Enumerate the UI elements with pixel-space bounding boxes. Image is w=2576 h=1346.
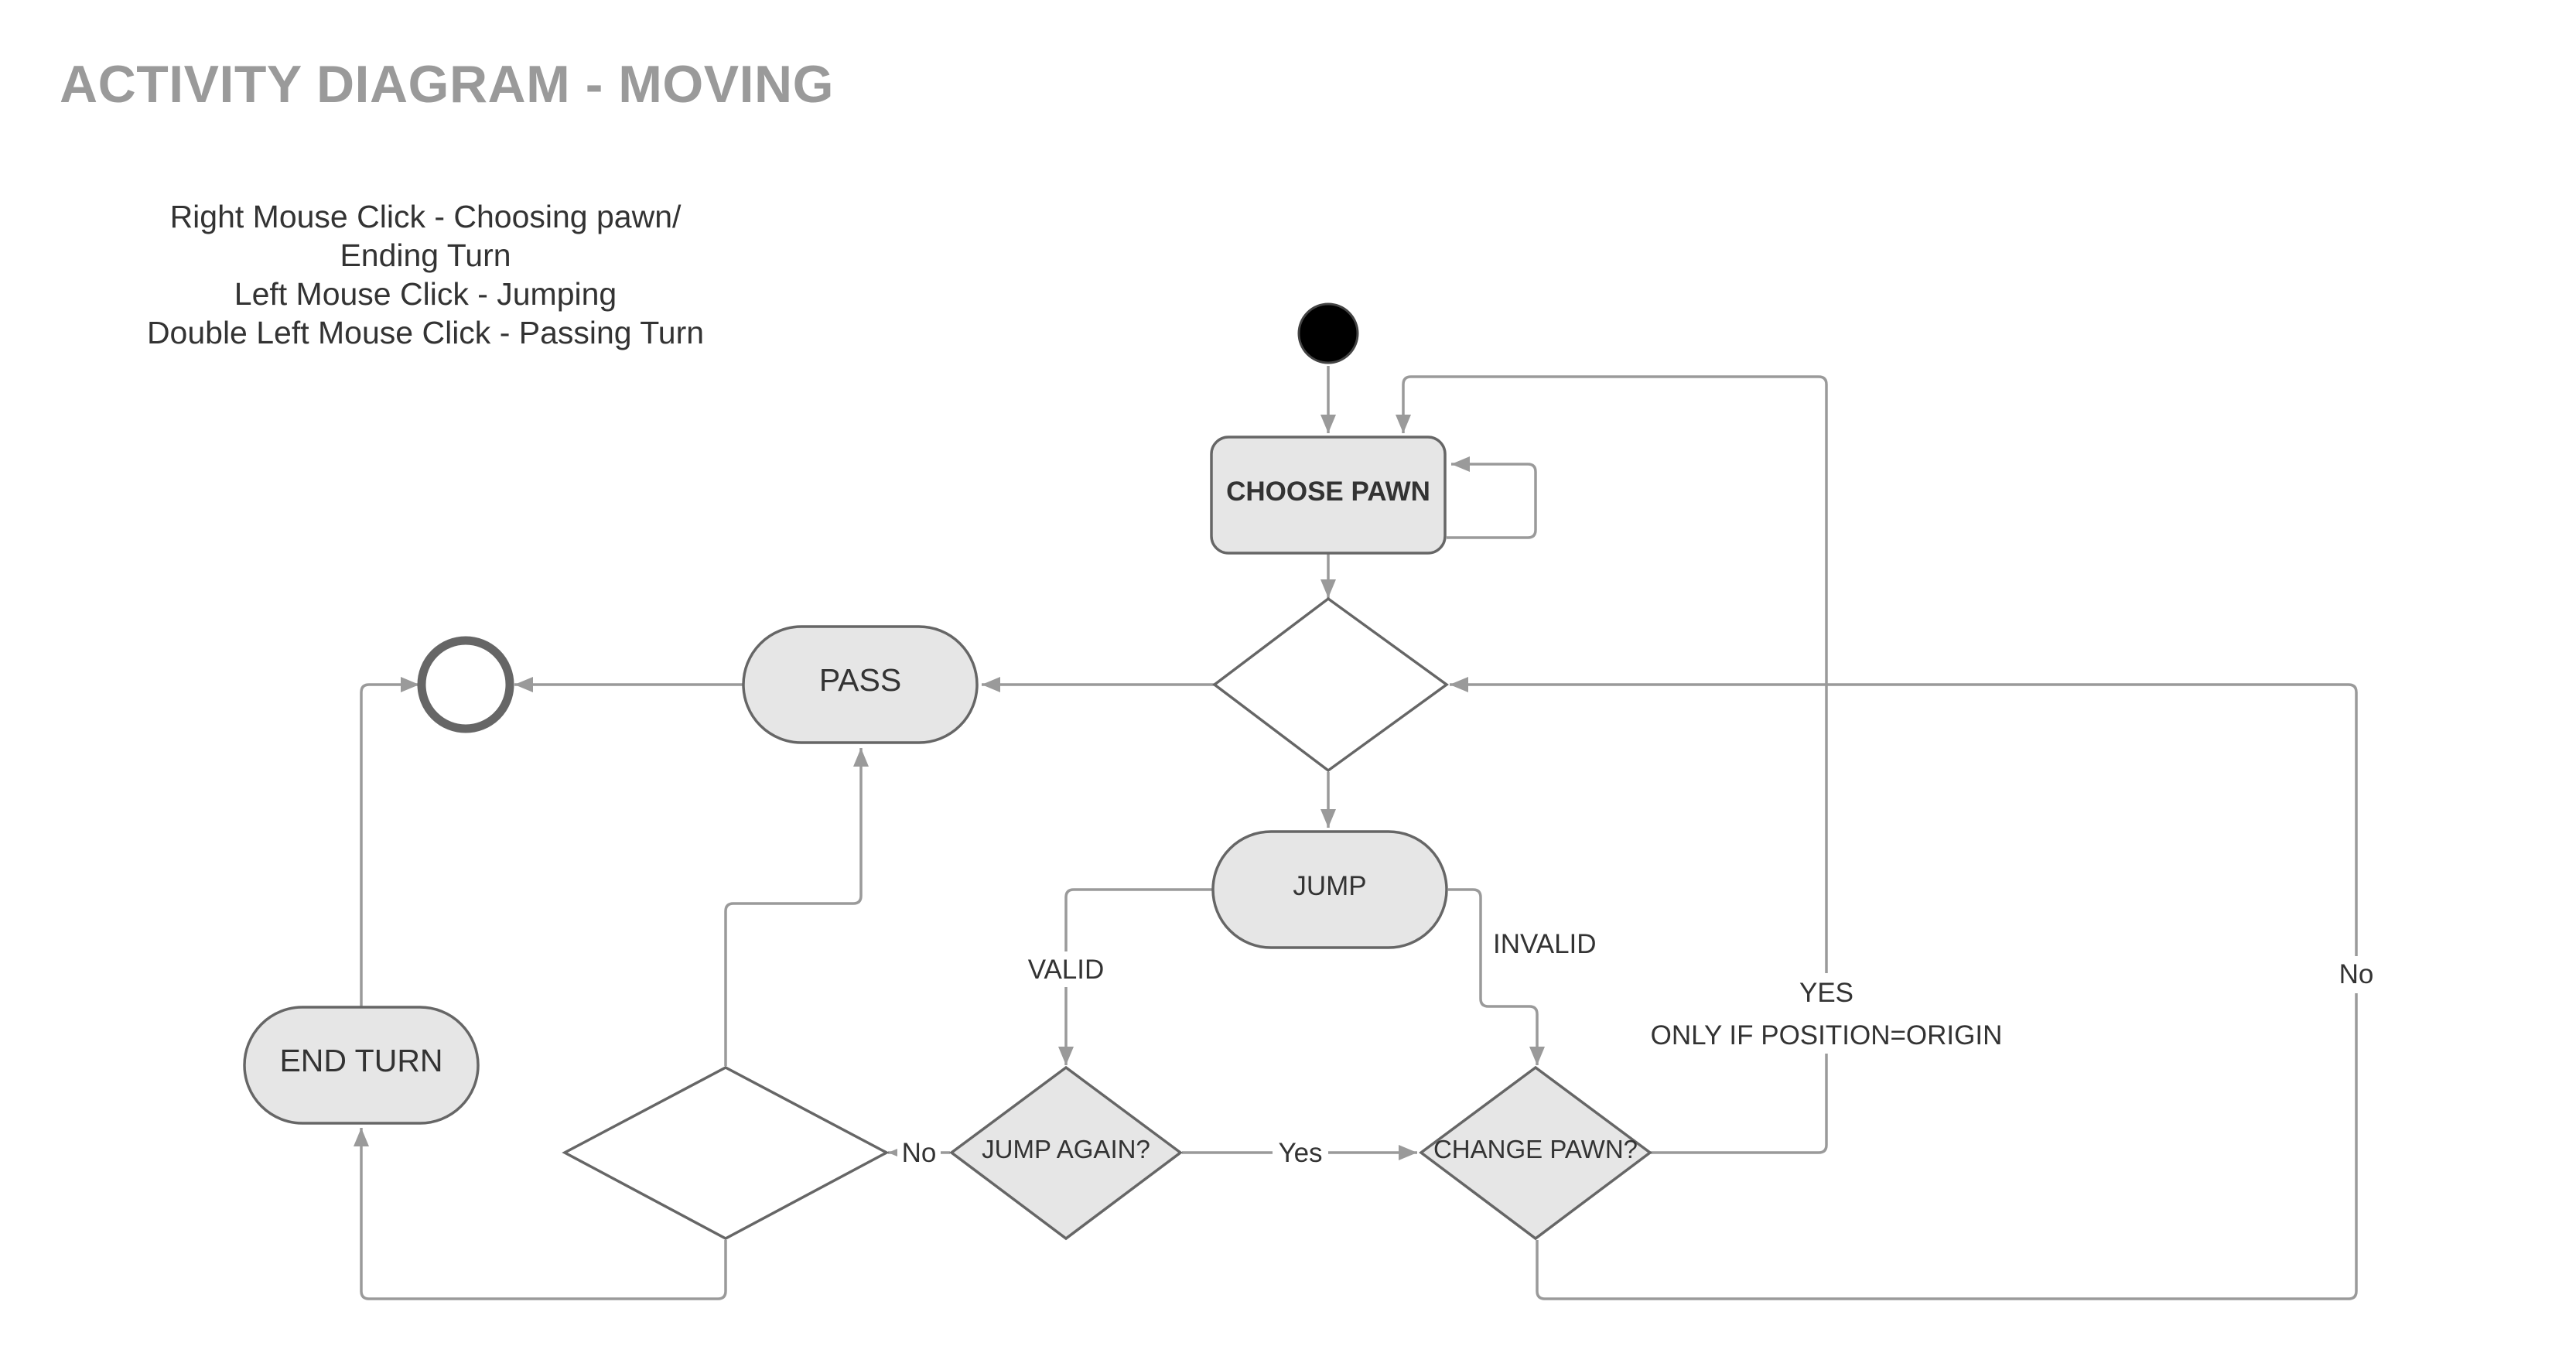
label-valid: VALID	[1028, 955, 1105, 985]
legend-line-right-click: Right Mouse Click - Choosing pawn/	[169, 199, 682, 234]
label-yes-change-pawn: YES	[1799, 978, 1853, 1008]
edge-jump-valid	[1058, 888, 1213, 1065]
page-title: ACTIVITY DIAGRAM - MOVING	[60, 55, 835, 114]
legend-line-double-click: Double Left Mouse Click - Passing Turn	[146, 315, 705, 350]
edge-choose-pawn-self-loop	[1447, 456, 1537, 539]
label-yes-condition: ONLY IF POSITION=ORIGIN	[1651, 1020, 2003, 1050]
jump-again-node: JUMP AGAIN?	[949, 1065, 1183, 1241]
edge-change-pawn-no	[1450, 677, 2358, 1300]
end-turn-node: END TURN	[243, 1006, 480, 1125]
label-no-change-pawn: No	[2339, 959, 2374, 989]
change-pawn-node: CHANGE PAWN?	[1419, 1065, 1652, 1241]
change-pawn-label: CHANGE PAWN?	[1433, 1135, 1638, 1163]
legend: Right Mouse Click - Choosing pawn/ Endin…	[93, 197, 758, 352]
legend-line-left-click: Left Mouse Click - Jumping	[234, 276, 617, 312]
pass-node: PASS	[742, 625, 979, 744]
label-yes-jump-again: Yes	[1278, 1138, 1322, 1168]
legend-line-ending-turn: Ending Turn	[340, 237, 511, 273]
jump-label: JUMP	[1293, 871, 1366, 901]
pass-label: PASS	[819, 662, 901, 698]
jump-again-label: JUMP AGAIN?	[982, 1135, 1150, 1163]
end-turn-label: END TURN	[279, 1043, 442, 1078]
choose-pawn-label: CHOOSE PAWN	[1226, 477, 1430, 507]
label-no-jump-again: No	[902, 1138, 937, 1168]
edge-end-turn-to-end	[360, 677, 419, 1007]
edge-change-pawn-yes	[1396, 375, 1828, 1154]
choose-pawn-node: CHOOSE PAWN	[1210, 436, 1447, 555]
main-decision-node	[1212, 596, 1449, 773]
edge-left-decision-to-pass	[724, 748, 869, 1066]
left-decision-node	[562, 1066, 890, 1240]
final-node	[417, 636, 514, 733]
label-invalid: INVALID	[1493, 929, 1597, 959]
initial-node	[1297, 302, 1359, 364]
edge-jump-invalid	[1448, 888, 1545, 1065]
edge-left-decision-to-end-turn	[354, 1128, 727, 1300]
jump-node: JUMP	[1211, 830, 1448, 949]
edge-labels: VALID INVALID No Yes YES ONLY IF POSITIO…	[897, 929, 2380, 1170]
nodes: CHOOSE PAWN PASS JUMP JUMP AGAIN? CHANGE…	[243, 302, 1652, 1241]
